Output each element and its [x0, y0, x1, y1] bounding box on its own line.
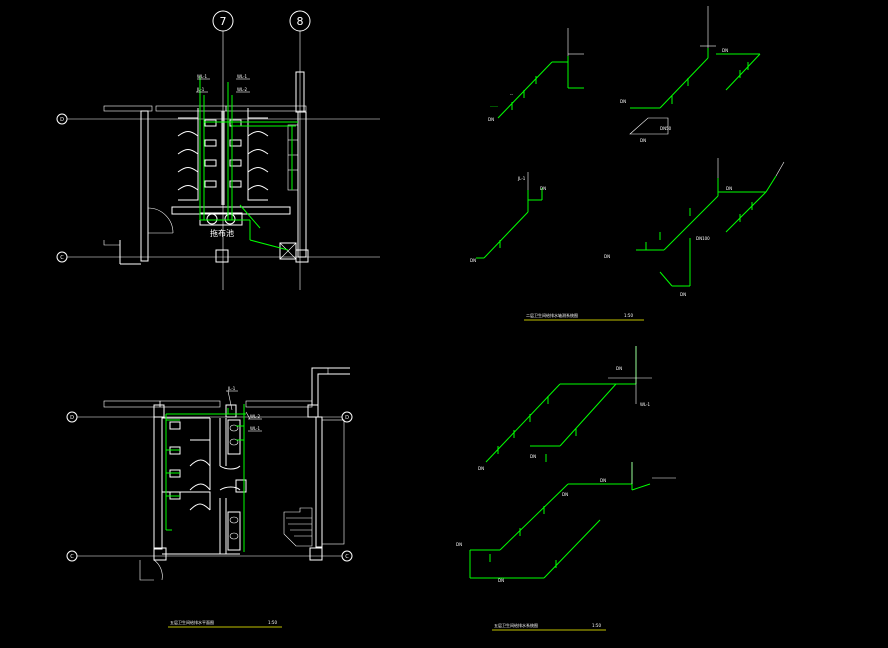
- svg-text:WL-1: WL-1: [640, 402, 651, 407]
- svg-text:DN: DN: [680, 292, 686, 297]
- svg-text:DN: DN: [562, 492, 568, 497]
- grid-label-8: 8: [297, 15, 304, 28]
- svg-text:DN: DN: [488, 117, 494, 122]
- grid-label-c-top: C: [60, 255, 64, 261]
- pipe-tag-wl1-bottom: WL-1: [250, 426, 261, 431]
- svg-text:--: --: [510, 92, 513, 97]
- svg-text:DN: DN: [722, 48, 728, 53]
- svg-text:DN: DN: [604, 254, 610, 259]
- pipe-tag-wl1-top: WL-1: [197, 74, 208, 79]
- svg-text:――: ――: [490, 104, 498, 109]
- floor-plan-bottom: D D C C: [66, 367, 353, 628]
- svg-text:DN: DN: [640, 138, 646, 143]
- svg-text:DN: DN: [478, 466, 484, 471]
- svg-text:DN: DN: [620, 99, 626, 104]
- floor-plan-top: 7 8 D C: [56, 10, 380, 290]
- pipe-tag-wl2-top: WL-2: [237, 87, 248, 92]
- svg-text:DN: DN: [456, 542, 462, 547]
- title-bottom-left: 五层卫生间给排水平面图: [170, 619, 214, 625]
- svg-text:DN: DN: [470, 258, 476, 263]
- pipe-tag-jl1-top: JL-1: [196, 87, 205, 92]
- svg-text:DN: DN: [600, 478, 606, 483]
- grid-label-c-br: C: [345, 554, 349, 560]
- grid-label-c-bl: C: [70, 554, 74, 560]
- isometric-systems-top: ―― DN -- DN50 DN DN DN: [470, 6, 785, 321]
- grid-label-d-top: D: [60, 117, 64, 123]
- svg-text:JL-1: JL-1: [517, 176, 526, 181]
- scale-bottom-right: 1:50: [592, 623, 601, 628]
- svg-text:DN: DN: [530, 454, 536, 459]
- svg-text:DN: DN: [498, 578, 504, 583]
- isometric-systems-bottom: WL-1 DN DN DN DN DN DN DN 五层卫生间给排水系统图 1:…: [456, 346, 676, 631]
- scale-bottom-left: 1:50: [268, 620, 277, 625]
- svg-text:DN: DN: [616, 366, 622, 371]
- svg-text:DN: DN: [726, 186, 732, 191]
- scale-top-right: 1:50: [624, 313, 633, 318]
- pipe-tag-jl1-bottom: JL-1: [227, 386, 236, 391]
- title-top-right: 二层卫生间给排水轴测系统图: [526, 312, 578, 318]
- svg-text:DN: DN: [540, 186, 546, 191]
- grid-label-d-br: D: [345, 415, 349, 421]
- grid-label-d-bl: D: [70, 415, 74, 421]
- pipe-tag-wl1b-top: WL-1: [237, 74, 248, 79]
- room-label-mop-sink: 拖布池: [210, 228, 234, 238]
- pipe-tag-wl2-bottom: WL-2: [250, 414, 261, 419]
- svg-text:DN100: DN100: [696, 236, 710, 241]
- dn-tag-top-right: DN50: [660, 126, 672, 131]
- grid-label-7: 7: [220, 15, 227, 28]
- title-bottom-right: 五层卫生间给排水系统图: [494, 622, 538, 628]
